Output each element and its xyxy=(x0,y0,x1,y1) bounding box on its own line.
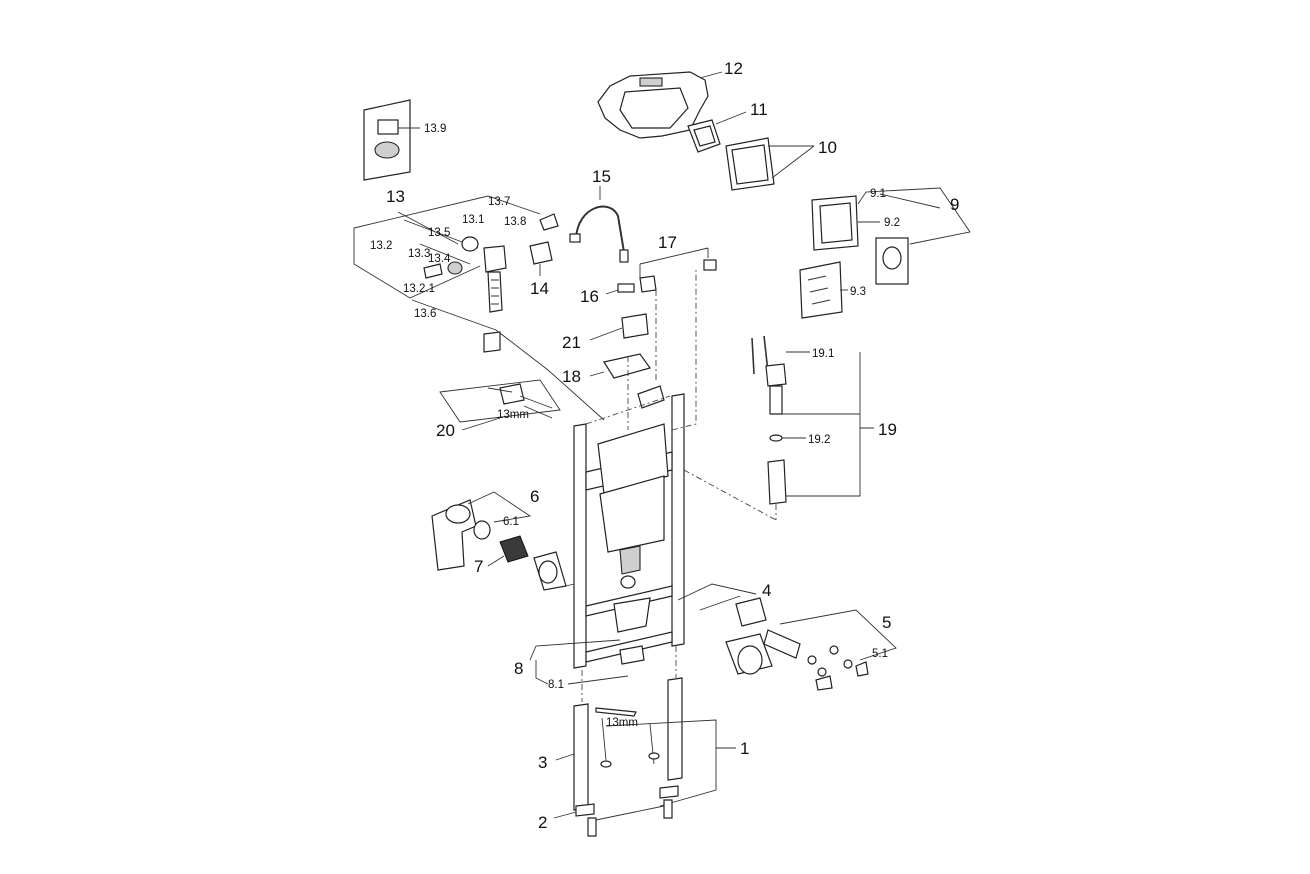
part-9-flush-plate-set xyxy=(811,187,971,285)
label-13-2-1: 13.2.1 xyxy=(403,283,435,295)
label-17: 17 xyxy=(658,233,677,252)
label-19-2: 19.2 xyxy=(808,434,830,446)
label-12: 12 xyxy=(724,59,743,78)
label-19-1: 19.1 xyxy=(812,348,834,360)
label-9-2: 9.2 xyxy=(884,217,900,229)
label-8: 8 xyxy=(514,659,523,678)
part-12-cistern-cover xyxy=(597,71,723,139)
part-13-fill-valve-assembly xyxy=(353,195,605,421)
part-18-mounting-bracket xyxy=(589,353,651,379)
part-21-clip xyxy=(589,313,649,341)
label-20: 20 xyxy=(436,421,455,440)
label-15: 15 xyxy=(592,167,611,186)
label-10: 10 xyxy=(818,138,837,157)
part-17-seal-set xyxy=(639,247,717,293)
label-14: 14 xyxy=(530,279,549,298)
part-6-pan-connector-bend xyxy=(431,491,532,571)
label-13-5: 13.5 xyxy=(428,227,450,239)
part-20-wall-bracket-kit xyxy=(439,379,561,431)
label-11: 11 xyxy=(750,100,768,119)
part-15-connection-hose xyxy=(569,186,629,263)
label-8-1: 8.1 xyxy=(548,679,564,691)
label-4: 4 xyxy=(762,581,771,600)
part-8-frame-rail xyxy=(529,639,629,685)
label-5-1: 5.1 xyxy=(872,648,888,660)
label-13-2: 13.2 xyxy=(370,240,392,252)
label-1: 1 xyxy=(740,739,749,758)
label-9-1: 9.1 xyxy=(870,188,886,200)
part-19-float-valve xyxy=(751,335,874,520)
tool-note-13mm-lower: 13mm xyxy=(606,717,638,729)
part-2-floor-feet xyxy=(553,785,679,837)
label-16: 16 xyxy=(580,287,599,306)
label-7: 7 xyxy=(474,557,483,576)
part-13-9-instruction-card xyxy=(363,99,420,181)
label-13-4: 13.4 xyxy=(428,253,451,265)
label-13-6: 13.6 xyxy=(414,308,436,320)
main-installation-frame xyxy=(573,270,777,669)
label-13-1: 13.1 xyxy=(462,214,484,226)
label-9: 9 xyxy=(950,195,959,214)
part-3-frame-legs xyxy=(555,646,683,811)
label-21: 21 xyxy=(562,333,581,352)
label-13: 13 xyxy=(386,187,405,206)
label-9-3: 9.3 xyxy=(850,286,866,298)
label-13-3: 13.3 xyxy=(408,248,430,260)
part-9-3-screw-set xyxy=(799,261,848,319)
part-11-actuator-frame xyxy=(687,111,747,153)
tool-note-13mm-upper: 13mm xyxy=(497,409,529,421)
label-19: 19 xyxy=(878,420,897,439)
label-6-1: 6.1 xyxy=(503,516,519,528)
part-14-angle-valve xyxy=(529,241,553,276)
part-10-inspection-box xyxy=(725,137,815,191)
label-13-9: 13.9 xyxy=(424,123,446,135)
part-6-1-seal-ring xyxy=(473,520,491,540)
part-7-pipe-adapter xyxy=(487,535,575,591)
part-5-connection-set xyxy=(779,609,897,691)
part-16-connector xyxy=(605,283,635,295)
label-5: 5 xyxy=(882,613,891,632)
label-18: 18 xyxy=(562,367,581,386)
label-6: 6 xyxy=(530,487,539,506)
part-4-flush-pipe-set xyxy=(677,583,801,675)
part-1-leg-anchors xyxy=(595,707,736,807)
label-3: 3 xyxy=(538,753,547,772)
label-13-7: 13.7 xyxy=(488,196,510,208)
label-2: 2 xyxy=(538,813,547,832)
label-13-8: 13.8 xyxy=(504,216,526,228)
